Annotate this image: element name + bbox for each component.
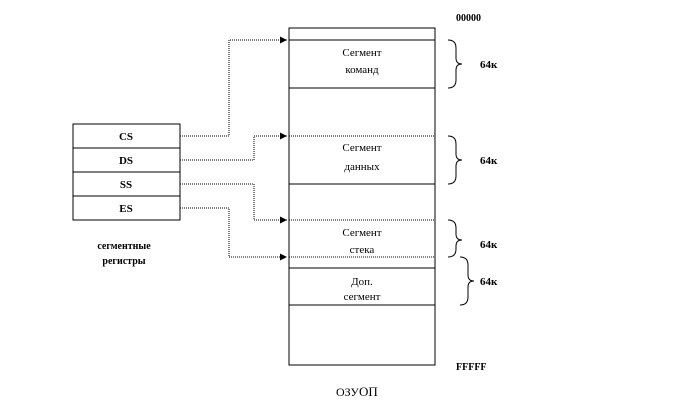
registers-caption-line2: регистры: [102, 256, 145, 267]
connector-es-extra: [180, 207, 287, 261]
register-ss: SS: [120, 179, 132, 191]
segment-label-extra-line1: Доп.: [351, 276, 373, 288]
segment-size-extra: 64к: [480, 276, 498, 288]
segment-size-code: 64к: [480, 59, 498, 71]
connector-cs-code: [180, 36, 287, 137]
segment-size-stack: 64к: [480, 239, 498, 251]
end-address: FFFFF: [456, 362, 487, 373]
start-address: 00000: [456, 13, 481, 24]
memory-caption-prefix: ОЗУ: [336, 385, 359, 399]
segment-label-stack-line1: Сегмент: [342, 227, 381, 239]
segment-brace: [459, 256, 475, 306]
connector-ss-stack: [180, 183, 287, 224]
segment-brace: [447, 39, 463, 89]
segment-label-stack-line2: стека: [350, 244, 375, 256]
register-es: ES: [119, 203, 132, 215]
segment-size-data: 64к: [480, 155, 498, 167]
segment-label-extra-line2: сегмент: [344, 291, 381, 303]
connector-ds-data: [180, 132, 287, 161]
segment-label-code-line1: Сегмент: [342, 47, 381, 59]
register-cs: CS: [119, 131, 133, 143]
memory-block: [288, 27, 436, 366]
segment-label-data-line1: Сегмент: [342, 142, 381, 154]
register-ds: DS: [119, 155, 133, 167]
segment-label-data-line2: данных: [344, 161, 380, 173]
segment-brace: [447, 219, 463, 258]
segment-label-code-line2: команд: [345, 64, 379, 76]
registers-caption-line1: сегментные: [97, 241, 151, 252]
memory-caption: ОП: [359, 384, 378, 399]
segment-brace: [447, 135, 463, 185]
